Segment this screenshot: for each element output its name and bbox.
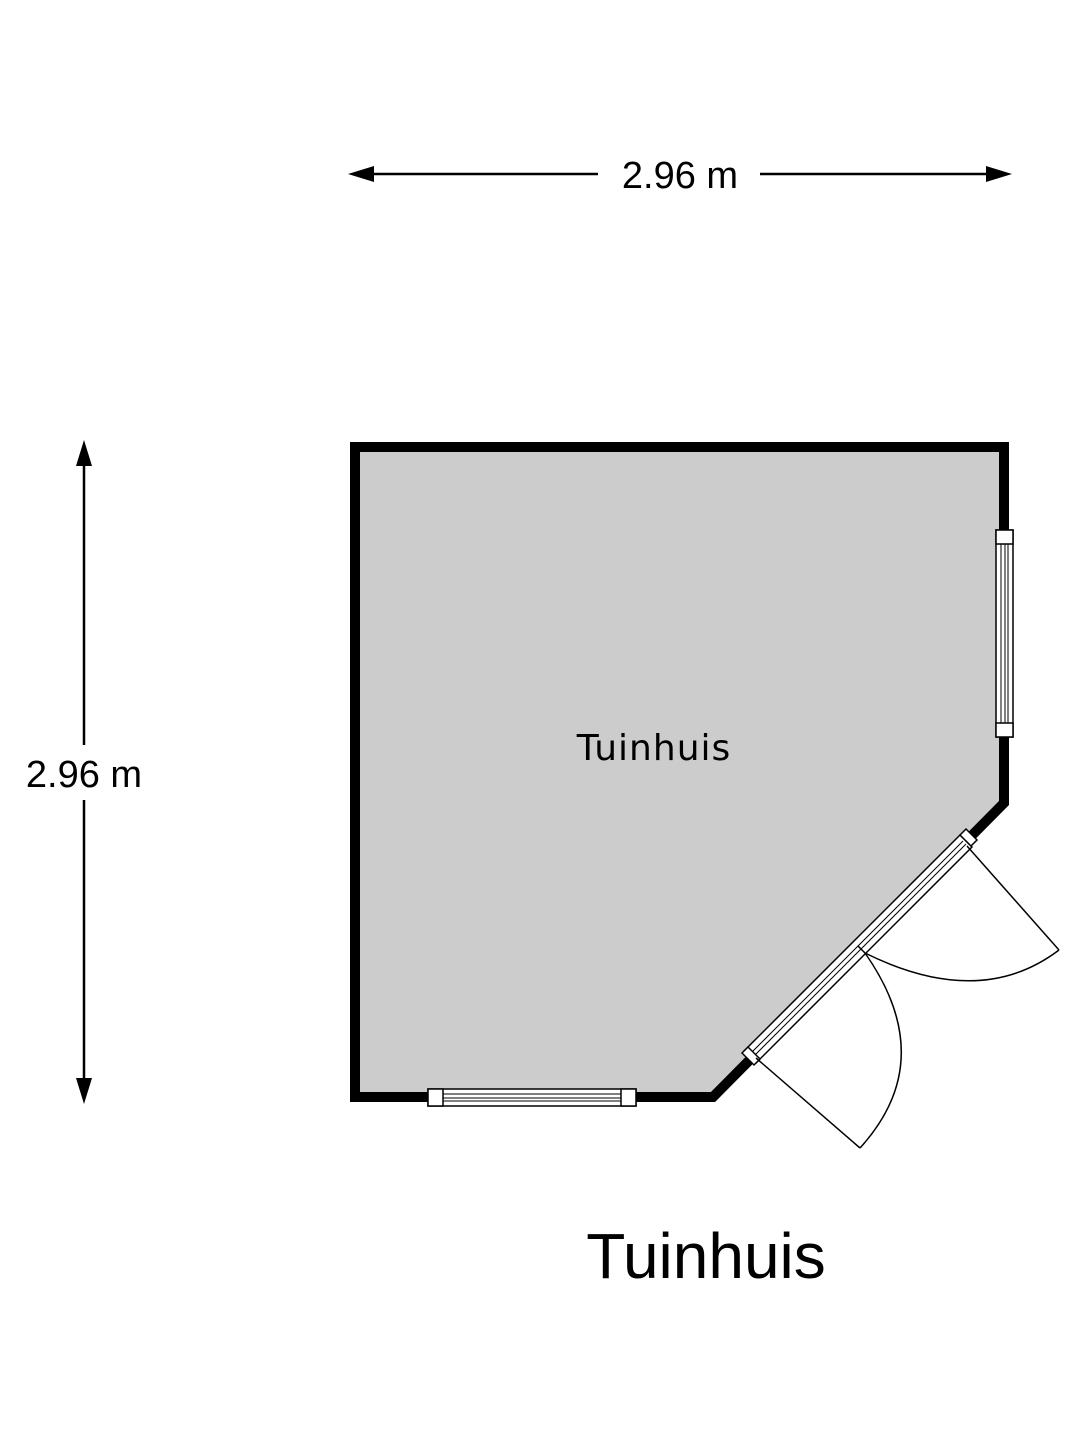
- arrow-right-icon: [986, 166, 1012, 182]
- room-floor: [350, 442, 1009, 1102]
- window-right: [995, 529, 1014, 738]
- depth-dimension: 2.96 m: [26, 440, 142, 1104]
- door-swing-upper: [864, 949, 1060, 982]
- window-bottom: [427, 1088, 637, 1107]
- door-swing-lower: [859, 952, 902, 1149]
- width-dimension: 2.96 m: [348, 155, 1012, 197]
- door-jamb-bottom: [740, 1045, 762, 1067]
- depth-label: 2.96 m: [26, 754, 142, 796]
- plan-title: Tuinhuis: [586, 1220, 826, 1292]
- room-label: Tuinhuis: [576, 728, 732, 769]
- door-leaf-lower: [755, 1057, 861, 1149]
- arrow-left-icon: [348, 166, 374, 182]
- door-double: [740, 827, 1060, 1149]
- door-jamb-top: [958, 827, 979, 848]
- room-tuinhuis: [350, 442, 1009, 1102]
- door-leaf-upper: [966, 845, 1060, 951]
- arrow-up-icon: [76, 440, 92, 466]
- width-label: 2.96 m: [622, 155, 738, 197]
- arrow-down-icon: [76, 1078, 92, 1104]
